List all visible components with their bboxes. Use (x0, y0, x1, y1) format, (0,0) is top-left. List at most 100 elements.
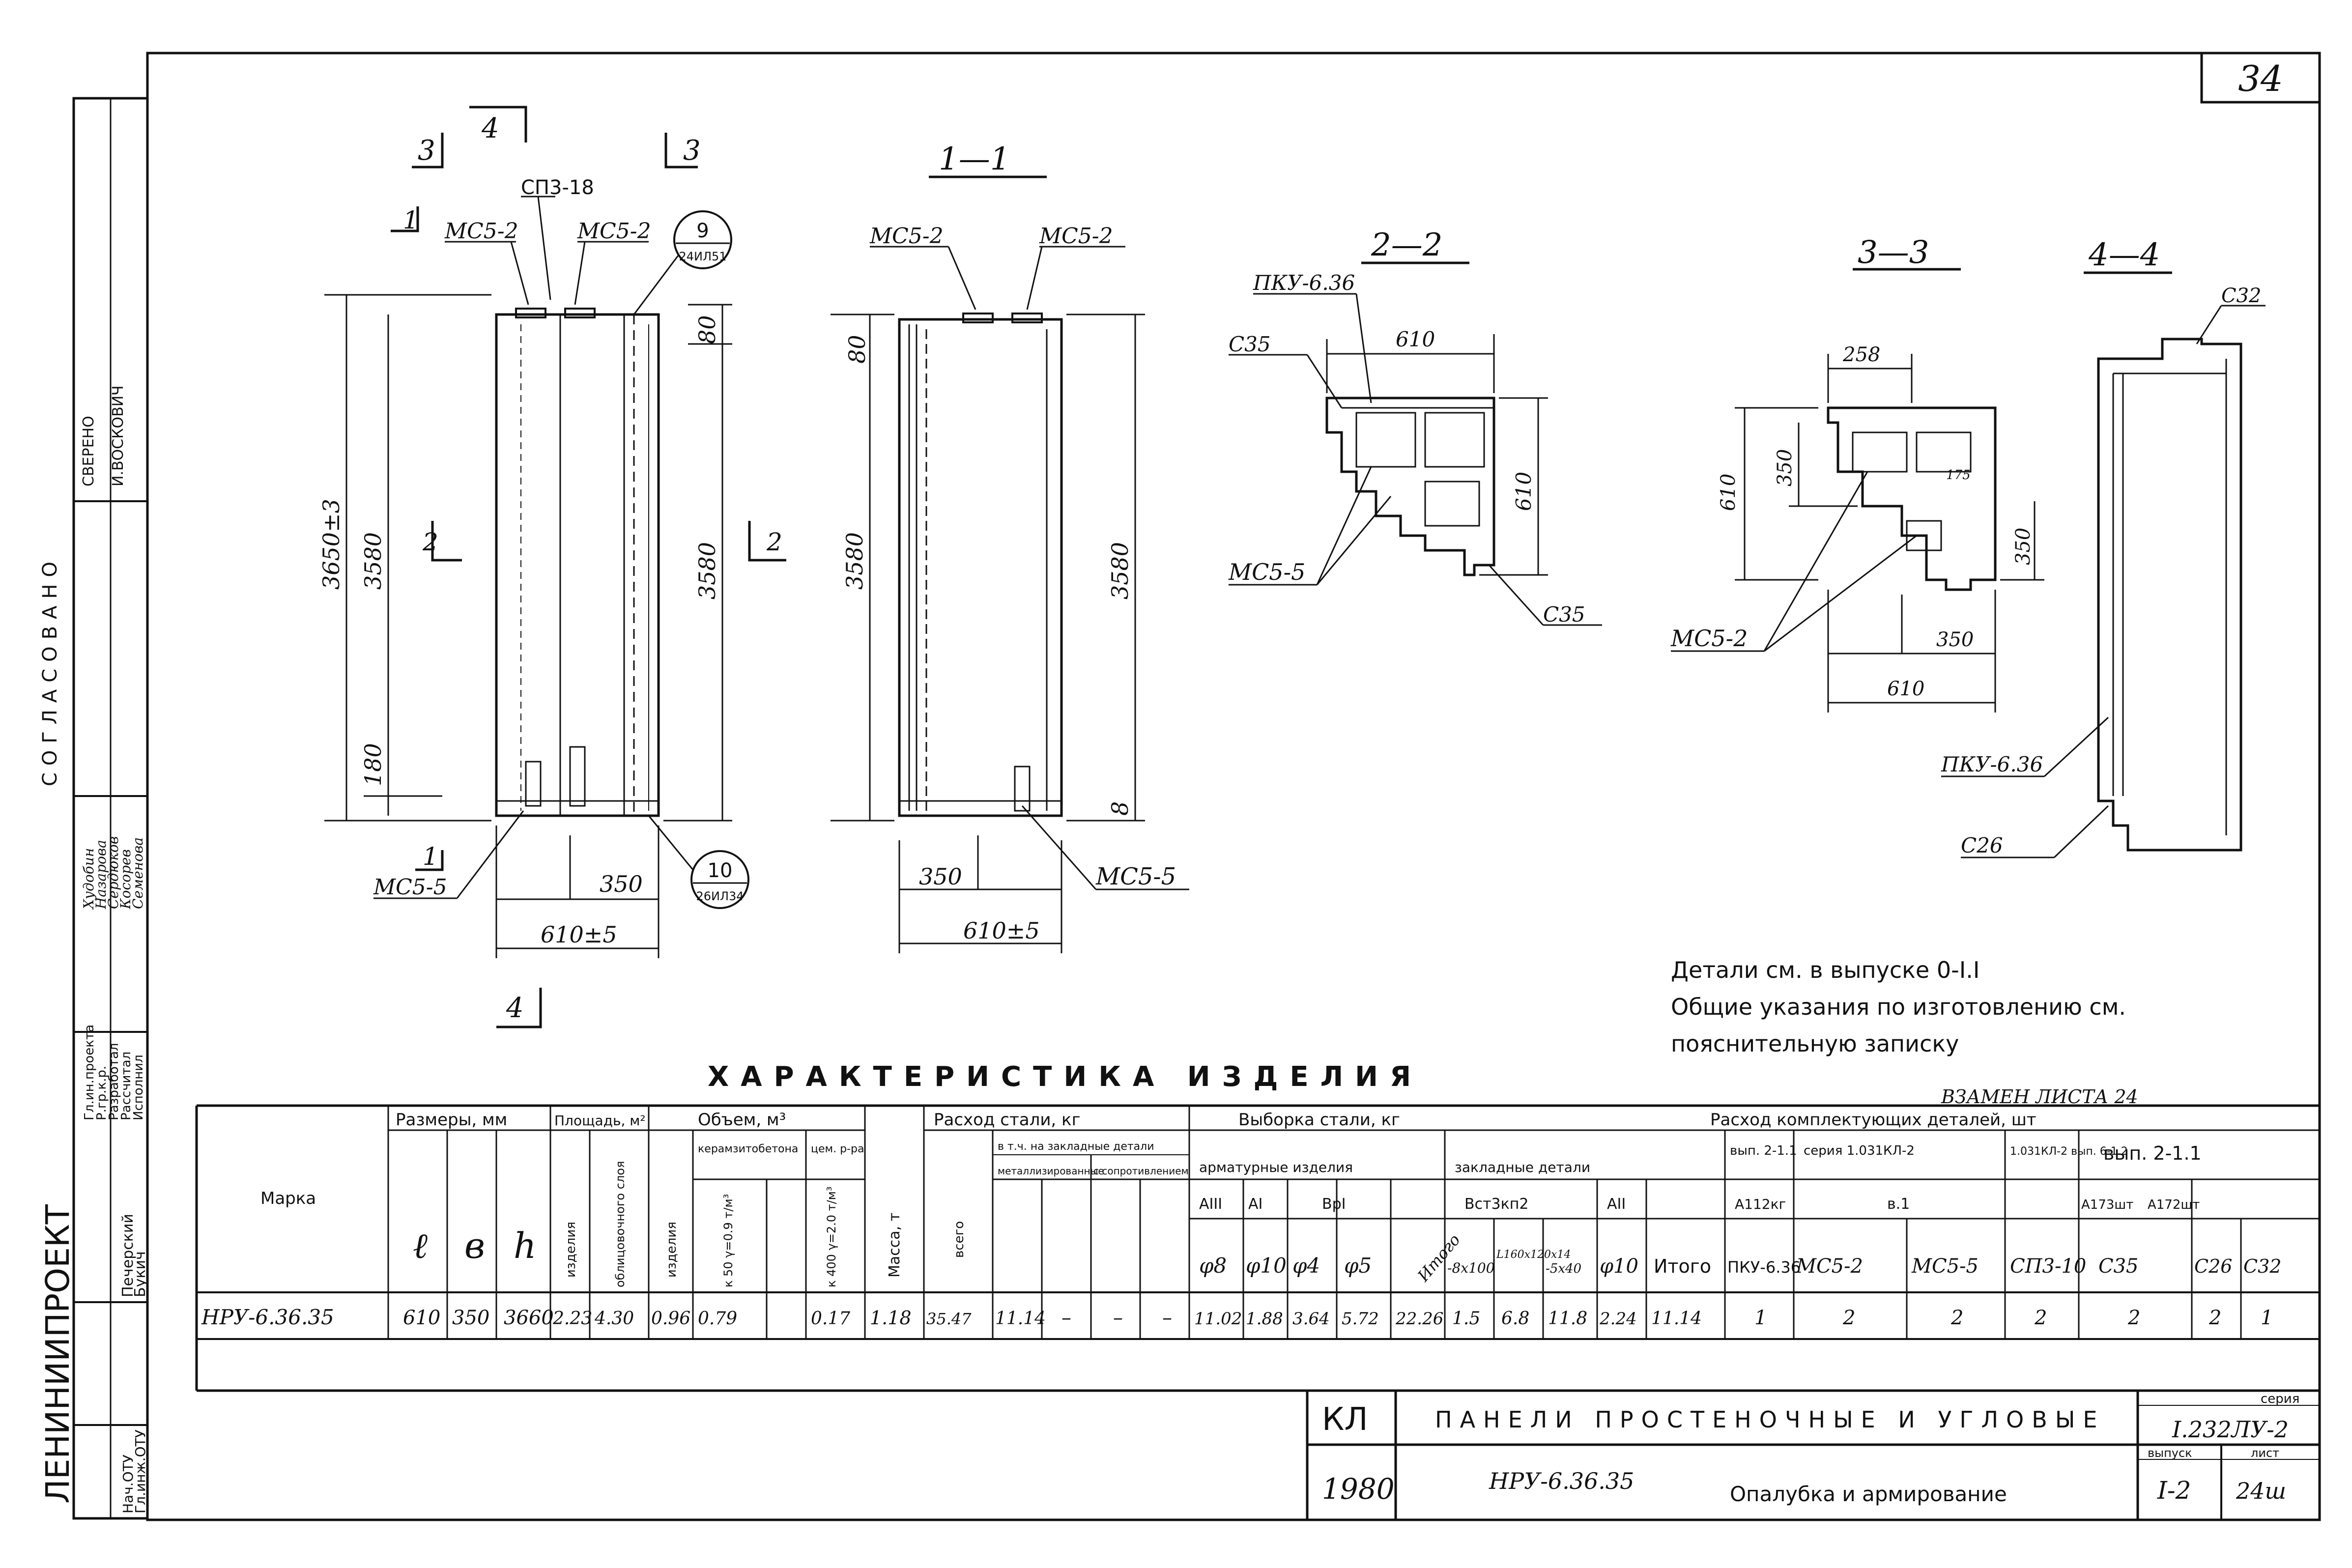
sidebar-top-0: СВЕРЕНО (80, 416, 97, 486)
th-h: h (514, 1225, 536, 1266)
th-vtch: в т.ч. на закладные детали (998, 1140, 1154, 1153)
th-izdelia: изделия (564, 1222, 578, 1278)
section-1-1-title: 1—1 (939, 141, 1010, 177)
sidebar-role-8: Букич (132, 1251, 149, 1297)
main-elevation: 3650±3 3580 3580 180 80 350 610±5 3 4 3 … (318, 106, 786, 1028)
th-kompl-sub-0: А112кг (1735, 1196, 1786, 1212)
sidebar-name-2: Сердюков (105, 836, 121, 909)
cell-20: 1.5 (1452, 1309, 1480, 1329)
th-obem-izd: изделия (664, 1222, 679, 1278)
th-b: в (464, 1225, 485, 1266)
bubble-9-sub: 24ИЛ51 (679, 250, 726, 263)
s33-dim-175: 175 (1946, 468, 1971, 483)
cell-mark: НРУ-6.36.35 (201, 1305, 334, 1329)
th-rashod: Расход стали, кг (934, 1110, 1080, 1130)
sidebar-role-7: Печерский (119, 1214, 137, 1297)
cell-17: 3.64 (1292, 1309, 1330, 1329)
stamp-seria: I.232ЛУ-2 (2172, 1416, 2289, 1443)
section-4-4-title: 4—4 (2088, 237, 2160, 273)
section-mark-3-left: 3 (418, 135, 435, 167)
cell-0: 610 (403, 1307, 440, 1329)
replaces-sheet: ВЗАМЕН ЛИСТА 24 (1941, 1086, 2138, 1108)
section-mark-4-top: 4 (481, 113, 499, 144)
s33-dim-258: 258 (1842, 343, 1880, 366)
col-head-13: СП3-10 (2010, 1255, 2086, 1278)
th-kompl-1: серия 1.031КЛ-2 (1804, 1143, 1915, 1158)
stamp-year: 1980 (1322, 1472, 1395, 1506)
cell-30: 2 (2209, 1307, 2221, 1329)
col-head-6: L160x120x14 (1496, 1249, 1571, 1261)
cell-16: 1.88 (1246, 1309, 1283, 1329)
dim-top: 80 (694, 315, 720, 344)
th-k400: к 400 γ=2.0 т/м³ (825, 1187, 838, 1287)
section-2-2-title: 2—2 (1371, 227, 1442, 263)
th-obem: Объем, м³ (698, 1110, 786, 1130)
th-ploshad: Площадь, м² (554, 1112, 646, 1129)
s33-dim-350-r: 350 (2012, 528, 2035, 565)
th-sub-b-1: АII (1607, 1196, 1626, 1213)
sidebar-top-1: И.ВОСКОВИЧ (110, 385, 127, 486)
col-head-16: С32 (2243, 1255, 2281, 1277)
section-1-1: 1—1 80 3580 3580 8 350 610±5 МС5-2 МС5-2 (831, 141, 1189, 953)
soglasovano: СОГЛАСОВАНО (39, 555, 61, 786)
s11-dim-610: 610±5 (963, 917, 1040, 944)
th-k50: к 50 γ=0.9 т/м³ (721, 1194, 735, 1287)
sidebar-role-1: Гл.инж.ОТУ (132, 1429, 148, 1513)
cell-28: 2 (2034, 1307, 2047, 1329)
col-head-12: МС5-5 (1911, 1255, 1979, 1278)
callout-mc5-5: МС5-5 (373, 875, 447, 900)
cell-1: 350 (452, 1307, 489, 1329)
section-mark-3-right: 3 (683, 135, 701, 167)
cell-10: 35.47 (926, 1310, 972, 1328)
th-metallizir: металлизированные (998, 1165, 1104, 1177)
s22-callout-pku: ПКУ-6.36 (1253, 271, 1355, 295)
col-head-9: Итого (1654, 1255, 1711, 1277)
stamp-list: 24ш (2236, 1478, 2286, 1504)
section-3-3: 3—3 258 610 350 350 610 350 175 МС5-2 (1670, 234, 2044, 713)
s33-callout-mc5-2: МС5-2 (1670, 625, 1748, 652)
sidebar-name-1: Назарова (93, 840, 109, 910)
th-kompl-0: вып. 2-1.1 (1730, 1143, 1797, 1158)
cell-15: 11.02 (1194, 1309, 1242, 1329)
sidebar-role-2: Гл.ин.проекта (82, 1025, 97, 1120)
stamp-mark: НРУ-6.36.35 (1489, 1468, 1634, 1494)
dim-width: 610±5 (541, 921, 617, 948)
s44-callout-c32: С32 (2221, 285, 2262, 307)
stamp-vyp: I-2 (2157, 1476, 2191, 1505)
general-notes: Детали см. в выпуске 0-I.I Общие указани… (1671, 957, 2126, 1057)
th-vsego: всего (952, 1221, 967, 1258)
s11-dim-350: 350 (919, 863, 962, 890)
s44-callout-pku: ПКУ-6.36 (1941, 752, 2043, 776)
section-mark-1-top: 1 (403, 206, 419, 234)
s11-dim-80: 80 (844, 335, 870, 364)
s11-callout-mc5-2-a: МС5-2 (869, 224, 944, 249)
cell-31: 1 (2261, 1307, 2273, 1329)
cell-21: 6.8 (1501, 1309, 1529, 1329)
bubble-10-num: 10 (708, 859, 733, 882)
org-name: ЛЕНИНИИПРОЕКТ (39, 1204, 77, 1504)
s22-callout-c35-top: С35 (1229, 332, 1271, 356)
section-4-4-outline (2097, 338, 2242, 852)
s11-dim-3580-l: 3580 (841, 532, 868, 590)
bubble-9 (673, 210, 732, 269)
col-head-3: φ5 (1344, 1254, 1372, 1278)
col-head-10: ПКУ-6.36 (1727, 1258, 1801, 1277)
sidebar-name-0: Худобин (81, 848, 97, 910)
cell-4: 4.30 (594, 1309, 634, 1329)
s11-callout-mc5-5: МС5-5 (1095, 863, 1176, 890)
th-kompl-3: вып. 2-1.1 (2103, 1142, 2202, 1164)
characteristic-table: Марка Размеры, мм ℓ в h Площадь, м² изде… (195, 1104, 2320, 1392)
th-sub-a-2: ВрI (1322, 1196, 1346, 1213)
section-2-2-outline (1325, 397, 1495, 576)
section-mark-2-right: 2 (766, 528, 782, 556)
s22-dim-610-h: 610 (1396, 327, 1435, 351)
th-sub-b-0: Вст3кп2 (1464, 1196, 1528, 1213)
cell-26: 2 (1842, 1307, 1855, 1329)
col-head-7: -5х40 (1546, 1261, 1581, 1276)
panel-outline (495, 313, 660, 817)
s33-dim-610-v: 610 (1717, 474, 1740, 511)
cell-3: 2.23 (552, 1309, 592, 1329)
cell-25: 1 (1754, 1307, 1767, 1329)
cell-9: 1.18 (870, 1307, 912, 1329)
